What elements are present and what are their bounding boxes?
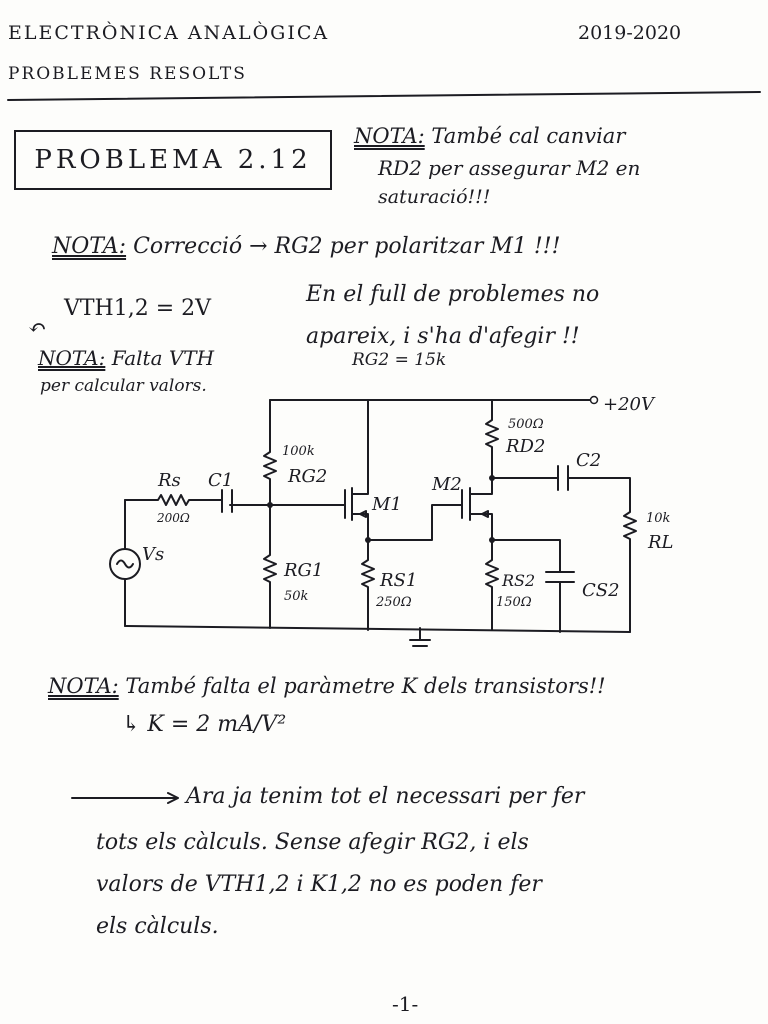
vth-note: NOTA: Falta VTH [38, 348, 214, 368]
note2-line3: apareix, i s'ha d'afegir !! [306, 324, 580, 349]
rs1-value: 250Ω [375, 595, 412, 610]
rs-label: Rs [157, 470, 181, 491]
note2-line4: RG2 = 15k [352, 350, 447, 370]
note1: NOTA: També cal canviar [354, 126, 625, 147]
vth-note-line2: per calcular valors. [40, 376, 207, 396]
m2-label: M2 [431, 474, 462, 495]
rg2-value: 100k [282, 444, 315, 459]
conclusion-line1: Ara ja tenim tot el necessari per fer [186, 784, 585, 809]
note3: NOTA: També falta el paràmetre K dels tr… [48, 676, 606, 697]
vth-note-line1: Falta VTH [111, 346, 215, 370]
c2-label: C2 [576, 450, 601, 471]
rs2-value: 150Ω [496, 595, 532, 610]
note1-label: NOTA: [354, 124, 425, 148]
curved-arrow-icon: ↶ [28, 316, 47, 341]
note2-line1: Correcció → RG2 per polaritzar M1 !!! [133, 234, 561, 259]
rg1-value: 50k [284, 589, 309, 604]
academic-year: 2019-2020 [578, 22, 682, 44]
note3-label: NOTA: [48, 674, 119, 698]
rl-label: RL [647, 532, 674, 553]
conclusion-line4: els càlculs. [96, 914, 219, 939]
rs2-label: RS2 [501, 571, 535, 590]
note1-line3: saturació!!! [378, 186, 491, 208]
note2-label: NOTA: [52, 234, 127, 259]
rg1-label: RG1 [283, 560, 323, 581]
rg2-label: RG2 [287, 466, 327, 487]
document-subtitle: PROBLEMES RESOLTS [8, 64, 247, 84]
note3-line1: També falta el paràmetre K dels transist… [125, 674, 606, 698]
rs-value: 200Ω [156, 511, 190, 525]
vs-label: Vs [142, 544, 164, 565]
conclusion-line3: valors de VTH1,2 i K1,2 no es poden fer [96, 872, 542, 897]
problem-title: PROBLEMA 2.12 [14, 130, 332, 190]
note3-line2: ↳ K = 2 mA/V² [122, 712, 287, 737]
c1-label: C1 [208, 470, 233, 491]
m1-label: M1 [371, 494, 402, 515]
rd2-value: 500Ω [508, 417, 544, 432]
note2: NOTA: Correcció → RG2 per polaritzar M1 … [52, 236, 560, 258]
note1-line1: També cal canviar [431, 124, 626, 148]
page-number: -1- [392, 992, 419, 1016]
conclusion-line2: tots els càlculs. Sense afegir RG2, i el… [96, 830, 529, 855]
vth-value: VTH1,2 = 2V [64, 296, 212, 321]
rl-value: 10k [646, 511, 671, 526]
rs1-label: RS1 [379, 570, 417, 591]
note2-line2: En el full de problemes no [306, 282, 600, 307]
vth-note-label: NOTA: [38, 346, 106, 370]
course-title: ELECTRÒNICA ANALÒGICA [8, 22, 330, 44]
cs2-label: CS2 [582, 580, 620, 601]
note1-line2: RD2 per assegurar M2 en [378, 156, 641, 180]
rd2-label: RD2 [505, 436, 545, 457]
supply-label: +20V [603, 394, 656, 415]
